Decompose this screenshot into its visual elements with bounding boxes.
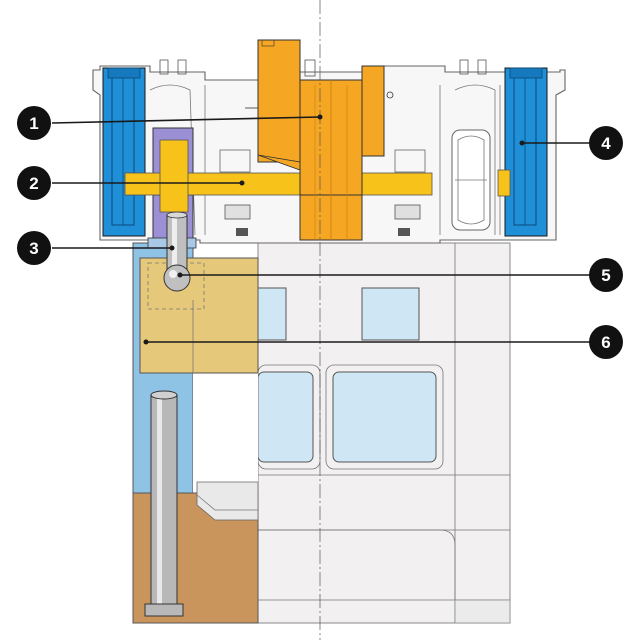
callout-4: 4	[589, 126, 623, 160]
machine-frame	[257, 242, 511, 624]
callout-1: 1	[17, 106, 51, 140]
callout-4-label: 4	[601, 134, 611, 153]
callout-1-label: 1	[29, 114, 38, 133]
drive-shaft	[124, 139, 511, 213]
window-lower-right	[332, 371, 437, 463]
motor-unit-left	[102, 67, 146, 237]
callout-3-label: 3	[29, 239, 38, 258]
leader-line-1	[51, 116, 321, 124]
guide-pillar	[144, 390, 184, 617]
connecting-rod	[166, 211, 188, 276]
main-gear	[257, 39, 385, 241]
leader-lines	[51, 114, 590, 345]
window-lower-left	[257, 371, 314, 463]
callout-6: 6	[589, 325, 623, 359]
motor-unit-right	[504, 67, 548, 237]
window-upper-left	[257, 287, 287, 341]
callout-5: 5	[589, 258, 623, 292]
window-upper-right	[361, 287, 420, 341]
ball-joint	[163, 264, 191, 292]
callout-5-label: 5	[601, 266, 610, 285]
slide-block	[139, 257, 259, 374]
callout-3: 3	[17, 231, 51, 265]
callout-2: 2	[17, 166, 51, 200]
callout-2-label: 2	[29, 174, 38, 193]
callout-6-label: 6	[601, 333, 610, 352]
